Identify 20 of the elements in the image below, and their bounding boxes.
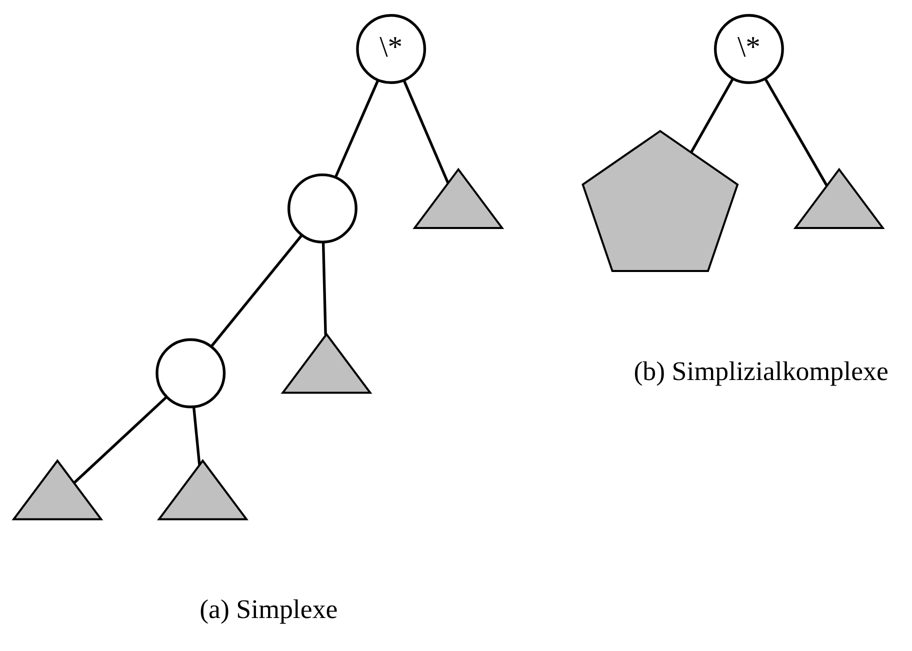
node-triangle xyxy=(156,459,248,520)
node-circle xyxy=(287,173,358,244)
node-triangle xyxy=(280,332,372,394)
node-triangle xyxy=(12,459,104,520)
node-triangle xyxy=(793,168,885,229)
connector xyxy=(192,407,201,465)
connector xyxy=(764,78,828,186)
connector xyxy=(402,80,450,184)
connector xyxy=(210,234,303,348)
label: (b) Simplizialkomplexe xyxy=(634,356,888,386)
connector xyxy=(73,396,168,484)
node-polygon xyxy=(582,130,739,272)
connector xyxy=(334,80,380,178)
node-circle: \* xyxy=(714,14,784,84)
node-circle xyxy=(156,338,226,408)
connector xyxy=(322,242,327,336)
connector xyxy=(690,78,734,153)
label: (a) Simplexe xyxy=(200,594,338,624)
node-circle: \* xyxy=(356,14,426,84)
node-triangle xyxy=(412,168,504,229)
